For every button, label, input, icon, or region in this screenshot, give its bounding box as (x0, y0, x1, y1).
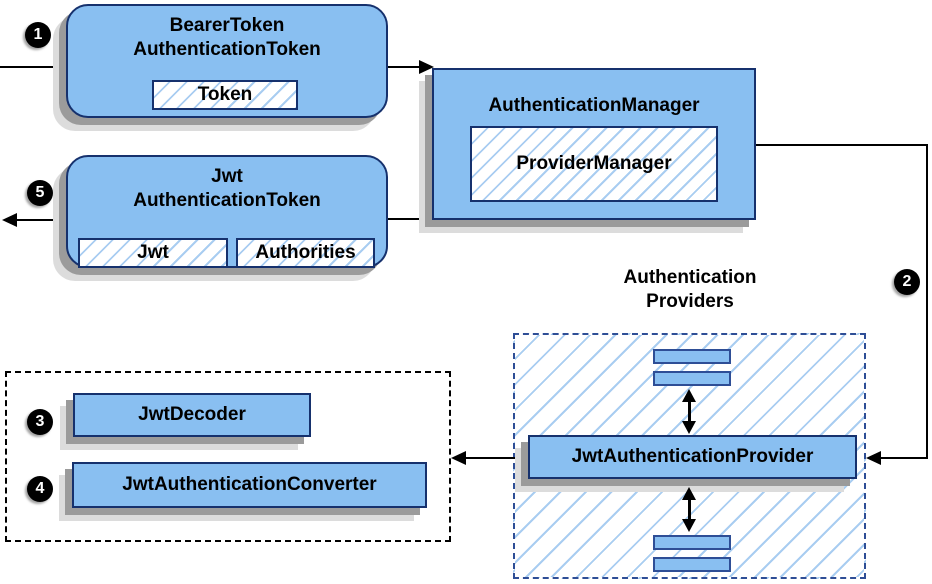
manager-to-provider-line-bottom (878, 457, 928, 459)
bearer-token-title-line2: AuthenticationToken (133, 39, 321, 60)
providers-label-line2: Providers (646, 291, 734, 312)
provider-stack-link-bottom (688, 497, 691, 522)
other-provider-bar (653, 557, 731, 572)
bearer-token-box-title: BearerToken AuthenticationToken (68, 14, 386, 62)
arrow-left-icon (2, 213, 17, 227)
token-field: Token (152, 80, 298, 110)
outgoing-success-line (14, 219, 68, 221)
step-2-badge: 2 (894, 269, 920, 295)
jwt-token-title-line1: Jwt (211, 166, 243, 187)
authentication-manager-title: AuthenticationManager (488, 95, 700, 116)
step-1-badge: 1 (25, 22, 51, 48)
bearer-token-title-line1: BearerToken (169, 15, 285, 36)
manager-to-provider-line-top (756, 144, 928, 146)
authorities-field: Authorities (236, 238, 375, 268)
jwt-decoder-box: JwtDecoder (73, 393, 311, 437)
arrow-down-icon (682, 421, 696, 434)
arrow-up-icon (682, 487, 696, 500)
providers-label-line1: Authentication (623, 267, 757, 288)
jwt-field: Jwt (78, 238, 228, 268)
jwt-authentication-provider-box: JwtAuthenticationProvider (528, 435, 857, 479)
jwt-authentication-converter-box: JwtAuthenticationConverter (72, 462, 427, 508)
other-provider-bar (653, 371, 731, 386)
manager-to-provider-line-right (926, 144, 928, 459)
other-provider-bar (653, 349, 731, 364)
step-5-badge: 5 (27, 180, 53, 206)
arrow-left-icon (866, 451, 881, 465)
jwt-token-title-line2: AuthenticationToken (133, 190, 321, 211)
provider-manager-field: ProviderManager (470, 126, 718, 202)
authentication-providers-label: Authentication Providers (565, 266, 815, 314)
step-3-badge: 3 (27, 409, 53, 435)
manager-to-jwt-token-line (388, 218, 432, 220)
step-4-badge: 4 (27, 476, 53, 502)
incoming-request-line (0, 66, 66, 68)
arrow-right-icon (419, 60, 434, 74)
jwt-token-box-title: Jwt AuthenticationToken (68, 165, 386, 213)
bearer-token-authentication-token-box: BearerToken AuthenticationToken Token (66, 4, 388, 118)
arrow-up-icon (682, 389, 696, 402)
bearer-to-manager-line (388, 66, 420, 68)
authentication-manager-box: AuthenticationManager ProviderManager (432, 68, 756, 220)
jwt-authentication-token-box: Jwt AuthenticationToken Jwt Authorities (66, 155, 388, 268)
arrow-left-icon (451, 451, 466, 465)
provider-stack-link-top (688, 399, 691, 424)
other-provider-bar (653, 535, 731, 550)
arrow-down-icon (682, 519, 696, 532)
provider-to-decoder-line (463, 457, 515, 459)
